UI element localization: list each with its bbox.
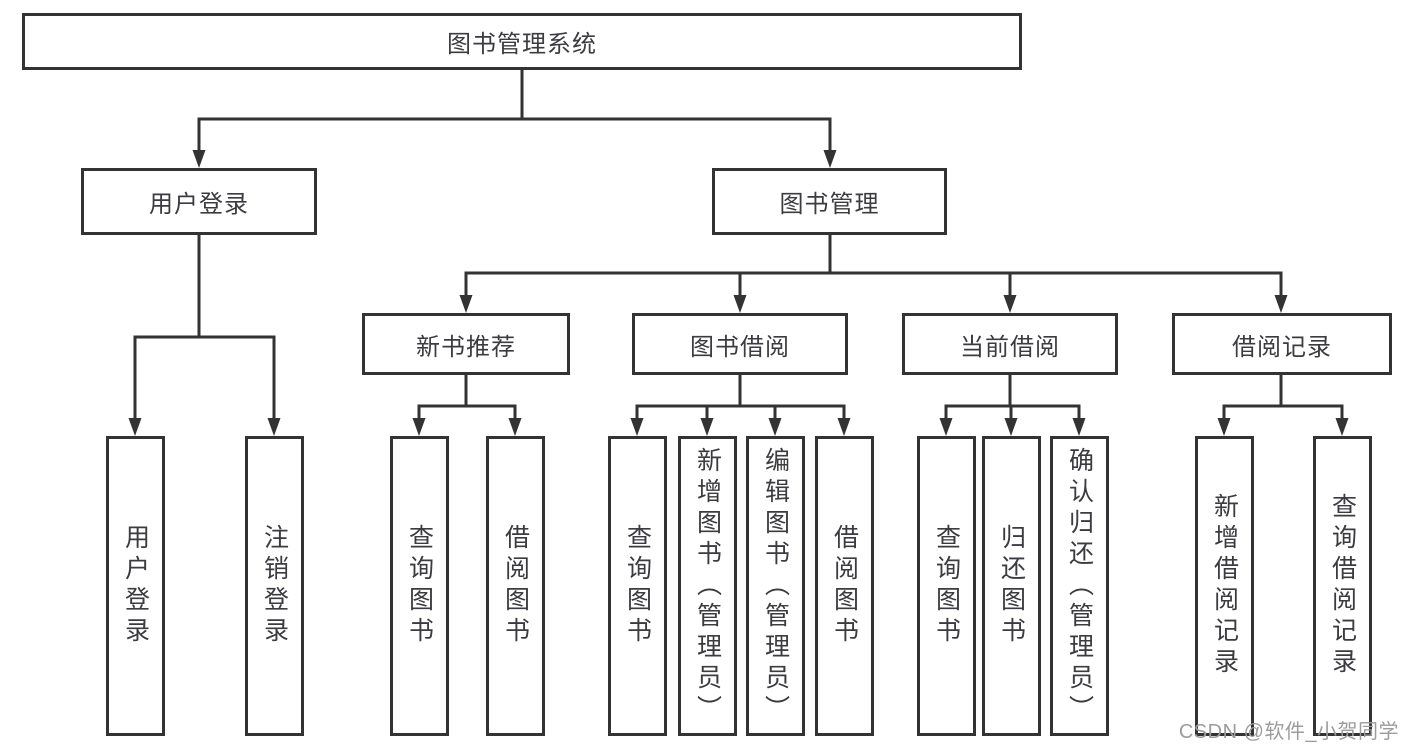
leaf-edit-book-admin-label: 编辑图书（管理员）: [761, 446, 790, 726]
node-new-book-recommend: 新书推荐: [362, 313, 570, 375]
node-book-borrow: 图书借阅: [632, 313, 848, 375]
leaf-user-login: 用户登录: [106, 436, 165, 736]
leaf-edit-book-admin: 编辑图书（管理员）: [746, 436, 805, 736]
leaf-query-book-2: 查询图书: [608, 436, 667, 736]
leaf-logout-label: 注销登录: [260, 524, 289, 648]
leaf-add-borrow-record: 新增借阅记录: [1195, 436, 1254, 736]
leaf-add-borrow-record-label: 新增借阅记录: [1210, 493, 1239, 679]
leaf-query-book-2-label: 查询图书: [623, 524, 652, 648]
leaf-query-book-3: 查询图书: [917, 436, 976, 736]
leaf-borrow-book-2-label: 借阅图书: [830, 524, 859, 648]
leaf-query-book-3-label: 查询图书: [932, 524, 961, 648]
watermark: CSDN @软件_小贺同学: [1178, 721, 1399, 743]
leaf-query-book-1-label: 查询图书: [405, 524, 434, 648]
leaf-query-book-1: 查询图书: [390, 436, 449, 736]
leaf-borrow-book-2: 借阅图书: [815, 436, 874, 736]
leaf-add-book-admin: 新增图书（管理员）: [678, 436, 737, 736]
node-borrow-records: 借阅记录: [1172, 313, 1392, 375]
leaf-user-login-label: 用户登录: [121, 524, 150, 648]
leaf-borrow-book-1: 借阅图书: [486, 436, 545, 736]
leaf-query-borrow-record-label: 查询借阅记录: [1328, 493, 1357, 679]
node-user-login: 用户登录: [81, 168, 317, 235]
leaf-logout: 注销登录: [245, 436, 304, 736]
node-library-system: 图书管理系统: [22, 13, 1022, 70]
leaf-confirm-return-admin-label: 确认归还（管理员）: [1065, 446, 1094, 726]
leaf-return-book: 归还图书: [982, 436, 1041, 736]
leaf-borrow-book-1-label: 借阅图书: [501, 524, 530, 648]
leaf-query-borrow-record: 查询借阅记录: [1313, 436, 1372, 736]
node-current-borrow: 当前借阅: [902, 313, 1118, 375]
leaf-add-book-admin-label: 新增图书（管理员）: [693, 446, 722, 726]
leaf-confirm-return-admin: 确认归还（管理员）: [1050, 436, 1109, 736]
leaf-return-book-label: 归还图书: [997, 524, 1026, 648]
node-book-management: 图书管理: [712, 168, 947, 235]
